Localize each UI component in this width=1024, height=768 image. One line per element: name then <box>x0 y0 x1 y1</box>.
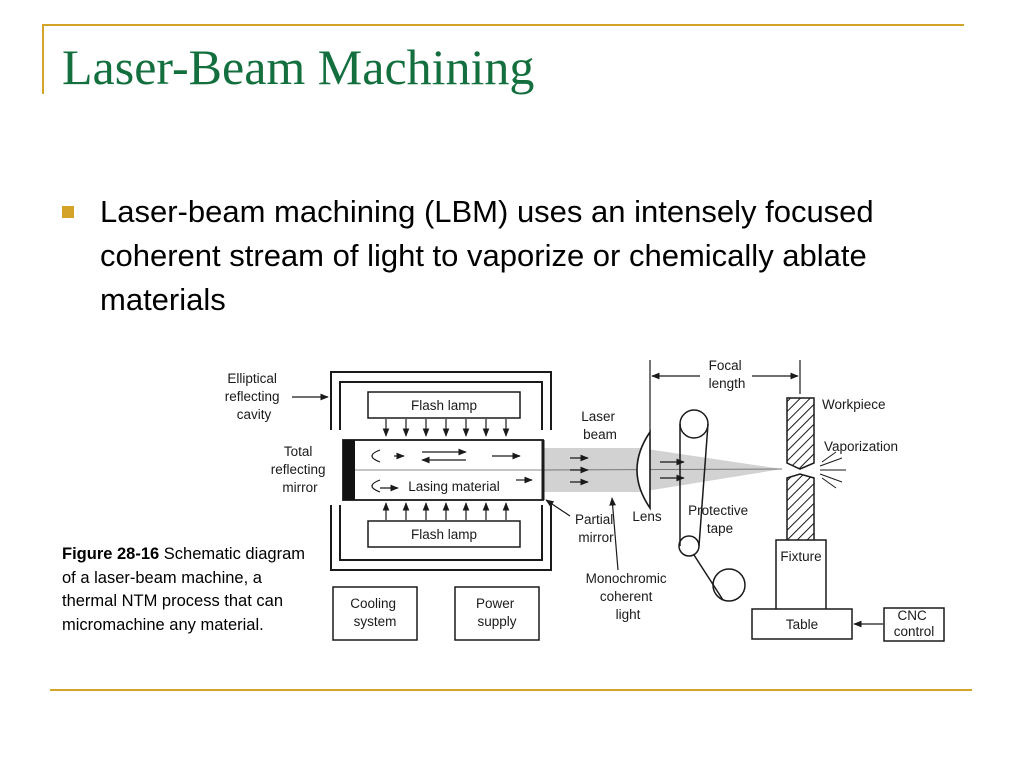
elliptical-cavity-label: Elliptical reflecting cavity <box>225 371 284 422</box>
fixture-label: Fixture <box>780 549 821 564</box>
focusing-lens <box>636 429 651 511</box>
square-bullet-icon <box>62 206 74 218</box>
flash-lamp-bottom-label: Flash lamp <box>411 527 477 542</box>
total-mirror-label: Total reflecting mirror <box>271 444 330 495</box>
power-supply <box>454 586 540 641</box>
lens-label: Lens <box>632 509 662 524</box>
workpiece-upper <box>786 397 815 470</box>
cooling-system <box>332 586 418 641</box>
elliptical-reflecting-cavity <box>330 371 552 571</box>
protective-tape-label: Protective tape <box>688 503 752 536</box>
cooling-system-label: Cooling system <box>350 596 400 629</box>
workpiece-label: Workpiece <box>822 397 886 412</box>
cnc-control <box>883 607 945 642</box>
focal-length-dimension <box>649 360 801 432</box>
laser-beam-label: Laser beam <box>581 409 619 442</box>
workpiece-lower <box>786 473 815 543</box>
vaporization-sparks <box>819 451 846 489</box>
cnc-control-label: CNC control <box>894 608 935 639</box>
monochromic-light-pointer <box>609 497 619 571</box>
bullet-item: Laser-beam machining (LBM) uses an inten… <box>62 190 922 322</box>
lasing-material-label: Lasing material <box>408 479 500 494</box>
total-reflecting-mirror <box>343 440 355 500</box>
protective-tape <box>678 409 746 602</box>
figure-caption: Figure 28-16 Schematic diagram of a lase… <box>62 543 312 637</box>
figure-caption-label: Figure 28-16 <box>62 545 160 563</box>
vaporization-label: Vaporization <box>824 439 898 454</box>
flash-lamp-bottom <box>367 520 521 548</box>
fixture <box>775 539 827 611</box>
monochromic-light-label: Monochromic coherent light <box>586 571 671 622</box>
table-label: Table <box>786 617 818 632</box>
flash-lamp-top <box>367 391 521 419</box>
figure-caption-text: Schematic diagram of a laser-beam machin… <box>62 545 306 634</box>
power-supply-label: Power supply <box>476 596 518 629</box>
partial-mirror-label: Partial mirror <box>575 512 617 545</box>
focal-length-label: Focal length <box>709 358 746 391</box>
table <box>751 608 853 640</box>
bullet-text: Laser-beam machining (LBM) uses an inten… <box>100 194 874 317</box>
top-accent-rule <box>42 24 964 26</box>
internal-reflection-arrows <box>371 448 533 493</box>
pump-arrows-bottom <box>382 502 510 520</box>
partial-mirror-pointer <box>545 499 571 517</box>
pump-arrows-top <box>382 419 510 437</box>
flash-lamp-top-label: Flash lamp <box>411 398 477 413</box>
bottom-accent-rule <box>50 689 972 691</box>
left-accent-rule <box>42 24 44 94</box>
slide-title: Laser-Beam Machining <box>62 39 535 95</box>
